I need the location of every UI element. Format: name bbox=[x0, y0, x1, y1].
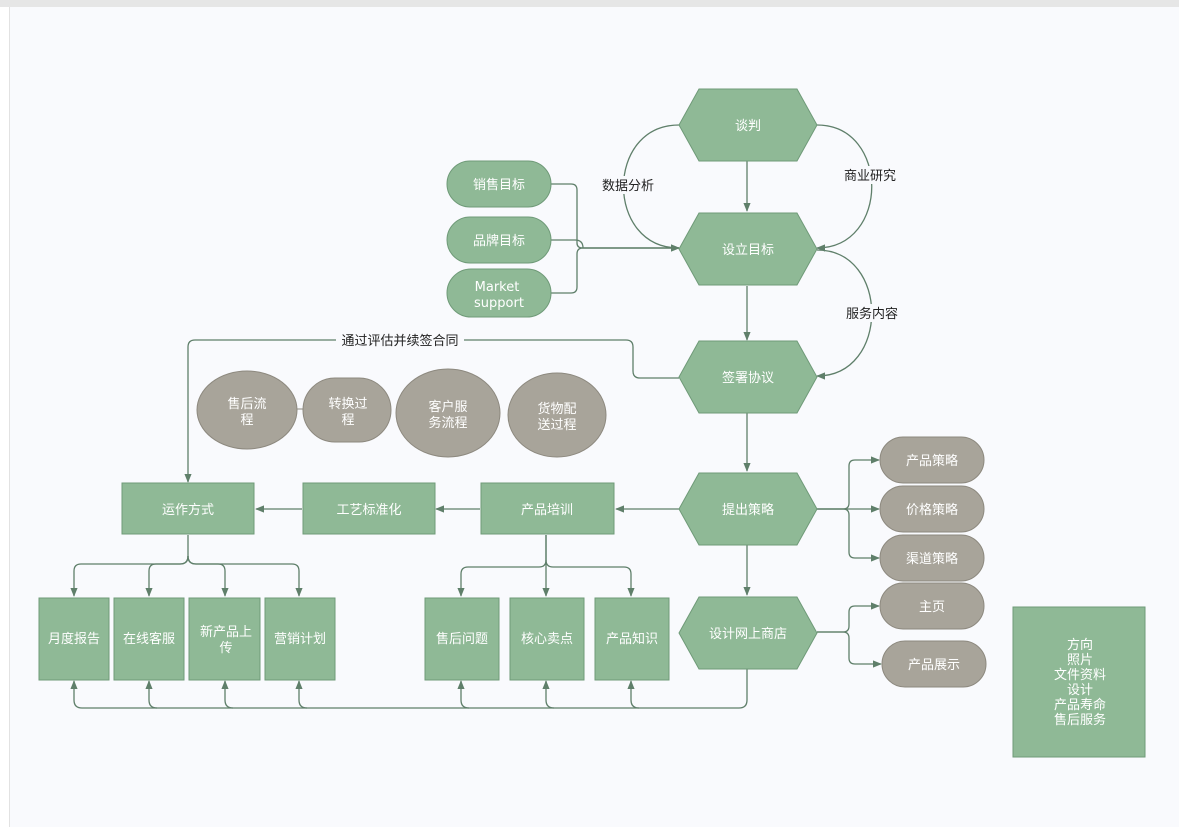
node-sheji-wangshang-label: 设计网上商店 bbox=[709, 627, 787, 642]
node-jiage-celue[interactable]: 价格策略 bbox=[879, 485, 985, 533]
label-tongguo-pinggu: 通过评估并续签合同 bbox=[341, 333, 458, 349]
node-huowu-peisong-line1: 货物配 bbox=[537, 401, 576, 417]
edge-sheji-to-zhishi-b bbox=[627, 680, 640, 709]
node-yuedu-baogao-label: 月度报告 bbox=[48, 631, 100, 647]
node-kehu-fuwu-line1: 客户服 bbox=[428, 399, 467, 415]
node-xinchanpin-line2: 传 bbox=[219, 641, 232, 656]
node-tichu-celue[interactable]: 提出策略 bbox=[678, 472, 818, 546]
edge-xieyi-to-yunzuo bbox=[184, 339, 679, 483]
node-xinchanpin-line1: 新产品上 bbox=[200, 624, 252, 640]
info-box-line-5: 产品寿命 bbox=[1054, 697, 1106, 713]
node-zaixian-kefu[interactable]: 在线客服 bbox=[113, 597, 185, 681]
node-qianshu-xieyi[interactable]: 签署协议 bbox=[678, 340, 818, 414]
node-chanpin-zhanshi-label: 产品展示 bbox=[908, 658, 960, 673]
edge-yunzuo-children bbox=[70, 535, 189, 597]
edge-celue-to-qudao bbox=[817, 508, 880, 562]
node-kehu-fuwu-line2: 务流程 bbox=[428, 415, 467, 431]
edge-market-to-mubiao bbox=[551, 247, 679, 294]
info-box-line-1: 方向 bbox=[1067, 637, 1093, 653]
edge-labels: 数据分析 商业研究 服务内容 通过评估并续签合同 bbox=[336, 166, 901, 349]
edge-sheji-to-zhuye bbox=[817, 602, 880, 633]
node-chanpin-zhishi[interactable]: 产品知识 bbox=[594, 597, 670, 681]
node-chanpin-celue[interactable]: 产品策略 bbox=[879, 436, 985, 484]
edge-pinpai-to-mubiao bbox=[551, 239, 679, 249]
node-yunzuo-fangshi[interactable]: 运作方式 bbox=[121, 482, 255, 535]
node-xiaoshou-mubiao[interactable]: 销售目标 bbox=[446, 160, 552, 208]
node-yuedu-baogao[interactable]: 月度报告 bbox=[38, 597, 110, 681]
node-zhuanhuan-guocheng[interactable]: 转换过 程 bbox=[302, 377, 392, 443]
label-shangye-yanjiu: 商业研究 bbox=[844, 169, 896, 184]
info-box-line-4: 设计 bbox=[1067, 683, 1093, 698]
node-shouhou-liucheng-line2: 程 bbox=[240, 413, 253, 428]
edge-sheji-to-zaixian-b bbox=[145, 680, 158, 709]
edge-sheji-to-shouhou-b bbox=[457, 680, 470, 709]
node-yunzuo-fangshi-label: 运作方式 bbox=[162, 502, 214, 518]
node-huowu-peisong-line2: 送过程 bbox=[537, 418, 576, 433]
node-market-support[interactable]: Market support bbox=[446, 268, 552, 318]
node-tichu-celue-label: 提出策略 bbox=[722, 502, 774, 518]
node-gongyi-biaozhun-label: 工艺标准化 bbox=[336, 503, 401, 518]
edge-sheji-to-yingxiao-b bbox=[295, 680, 308, 709]
node-huowu-peisong[interactable]: 货物配 送过程 bbox=[507, 372, 607, 458]
node-yingxiao-jihua[interactable]: 营销计划 bbox=[264, 597, 336, 681]
node-zhuye[interactable]: 主页 bbox=[879, 582, 985, 630]
top-bar bbox=[0, 0, 1179, 7]
node-sheli-mubiao[interactable]: 设立目标 bbox=[678, 212, 818, 286]
label-shuju-fenxi: 数据分析 bbox=[602, 179, 654, 194]
node-tanpan[interactable]: 谈判 bbox=[678, 88, 818, 162]
node-pinpai-mubiao-label: 品牌目标 bbox=[473, 233, 525, 249]
node-pinpai-mubiao[interactable]: 品牌目标 bbox=[446, 216, 552, 264]
node-qudao-celue[interactable]: 渠道策略 bbox=[879, 534, 985, 582]
label-fuwu-neirong: 服务内容 bbox=[846, 306, 898, 322]
node-zaixian-kefu-label: 在线客服 bbox=[123, 631, 175, 647]
node-chanpin-celue-label: 产品策略 bbox=[906, 453, 958, 469]
node-market-support-line1: Market bbox=[475, 280, 520, 295]
info-box-line-6: 售后服务 bbox=[1054, 712, 1106, 728]
node-yingxiao-jihua-label: 营销计划 bbox=[274, 632, 326, 647]
node-shouhou-liucheng[interactable]: 售后流 程 bbox=[196, 370, 298, 450]
node-zhuanhuan-line2: 程 bbox=[341, 413, 354, 428]
node-tanpan-label: 谈判 bbox=[735, 119, 761, 134]
node-xiaoshou-mubiao-label: 销售目标 bbox=[473, 177, 525, 193]
node-shouhou-wenti-label: 售后问题 bbox=[436, 631, 488, 647]
edge-sheji-to-zhanshi bbox=[817, 631, 882, 668]
node-qianshu-xieyi-label: 签署协议 bbox=[722, 370, 774, 386]
edge-yunzuo-to-yingxiao bbox=[187, 555, 303, 597]
edge-yunzuo-to-zaixian bbox=[145, 555, 189, 597]
edge-celue-to-chanpin-celue bbox=[817, 456, 880, 510]
node-jiage-celue-label: 价格策略 bbox=[906, 502, 958, 518]
edge-peixun-to-shouhou bbox=[457, 535, 547, 597]
node-hexin-maidian-label: 核心卖点 bbox=[521, 632, 573, 647]
node-kehu-fuwu[interactable]: 客户服 务流程 bbox=[395, 368, 501, 458]
node-hexin-maidian[interactable]: 核心卖点 bbox=[509, 597, 585, 681]
node-chanpin-peixun-label: 产品培训 bbox=[521, 502, 573, 518]
edge-sheji-to-hexin-b bbox=[542, 680, 555, 709]
info-box[interactable]: 方向 照片 文件资料 设计 产品寿命 售后服务 bbox=[1012, 606, 1146, 758]
node-qudao-celue-label: 渠道策略 bbox=[906, 551, 958, 567]
edge-tanpan-to-mubiao-right bbox=[816, 124, 873, 252]
node-shouhou-liucheng-line1: 售后流 bbox=[227, 396, 266, 412]
node-zhuye-label: 主页 bbox=[919, 600, 945, 615]
node-zhuanhuan-line1: 转换过 bbox=[328, 397, 367, 412]
info-box-line-3: 文件资料 bbox=[1054, 668, 1106, 683]
node-sheji-wangshang[interactable]: 设计网上商店 bbox=[678, 596, 818, 670]
edge-yunzuo-to-xinchanpin bbox=[187, 555, 229, 597]
edge-sheji-to-leaves bbox=[70, 669, 748, 709]
node-xinchanpin[interactable]: 新产品上 传 bbox=[188, 597, 261, 681]
node-shouhou-wenti[interactable]: 售后问题 bbox=[424, 597, 500, 681]
node-gongyi-biaozhun[interactable]: 工艺标准化 bbox=[302, 482, 436, 535]
edge-sheji-to-xinchanpin-b bbox=[221, 680, 234, 709]
node-market-support-line2: support bbox=[474, 296, 524, 311]
node-chanpin-zhanshi[interactable]: 产品展示 bbox=[881, 640, 987, 688]
node-chanpin-peixun[interactable]: 产品培训 bbox=[480, 482, 615, 535]
edge-peixun-to-zhishi bbox=[545, 559, 635, 597]
node-sheli-mubiao-label: 设立目标 bbox=[722, 243, 774, 258]
node-chanpin-zhishi-label: 产品知识 bbox=[606, 631, 658, 647]
info-box-line-2: 照片 bbox=[1067, 653, 1093, 668]
